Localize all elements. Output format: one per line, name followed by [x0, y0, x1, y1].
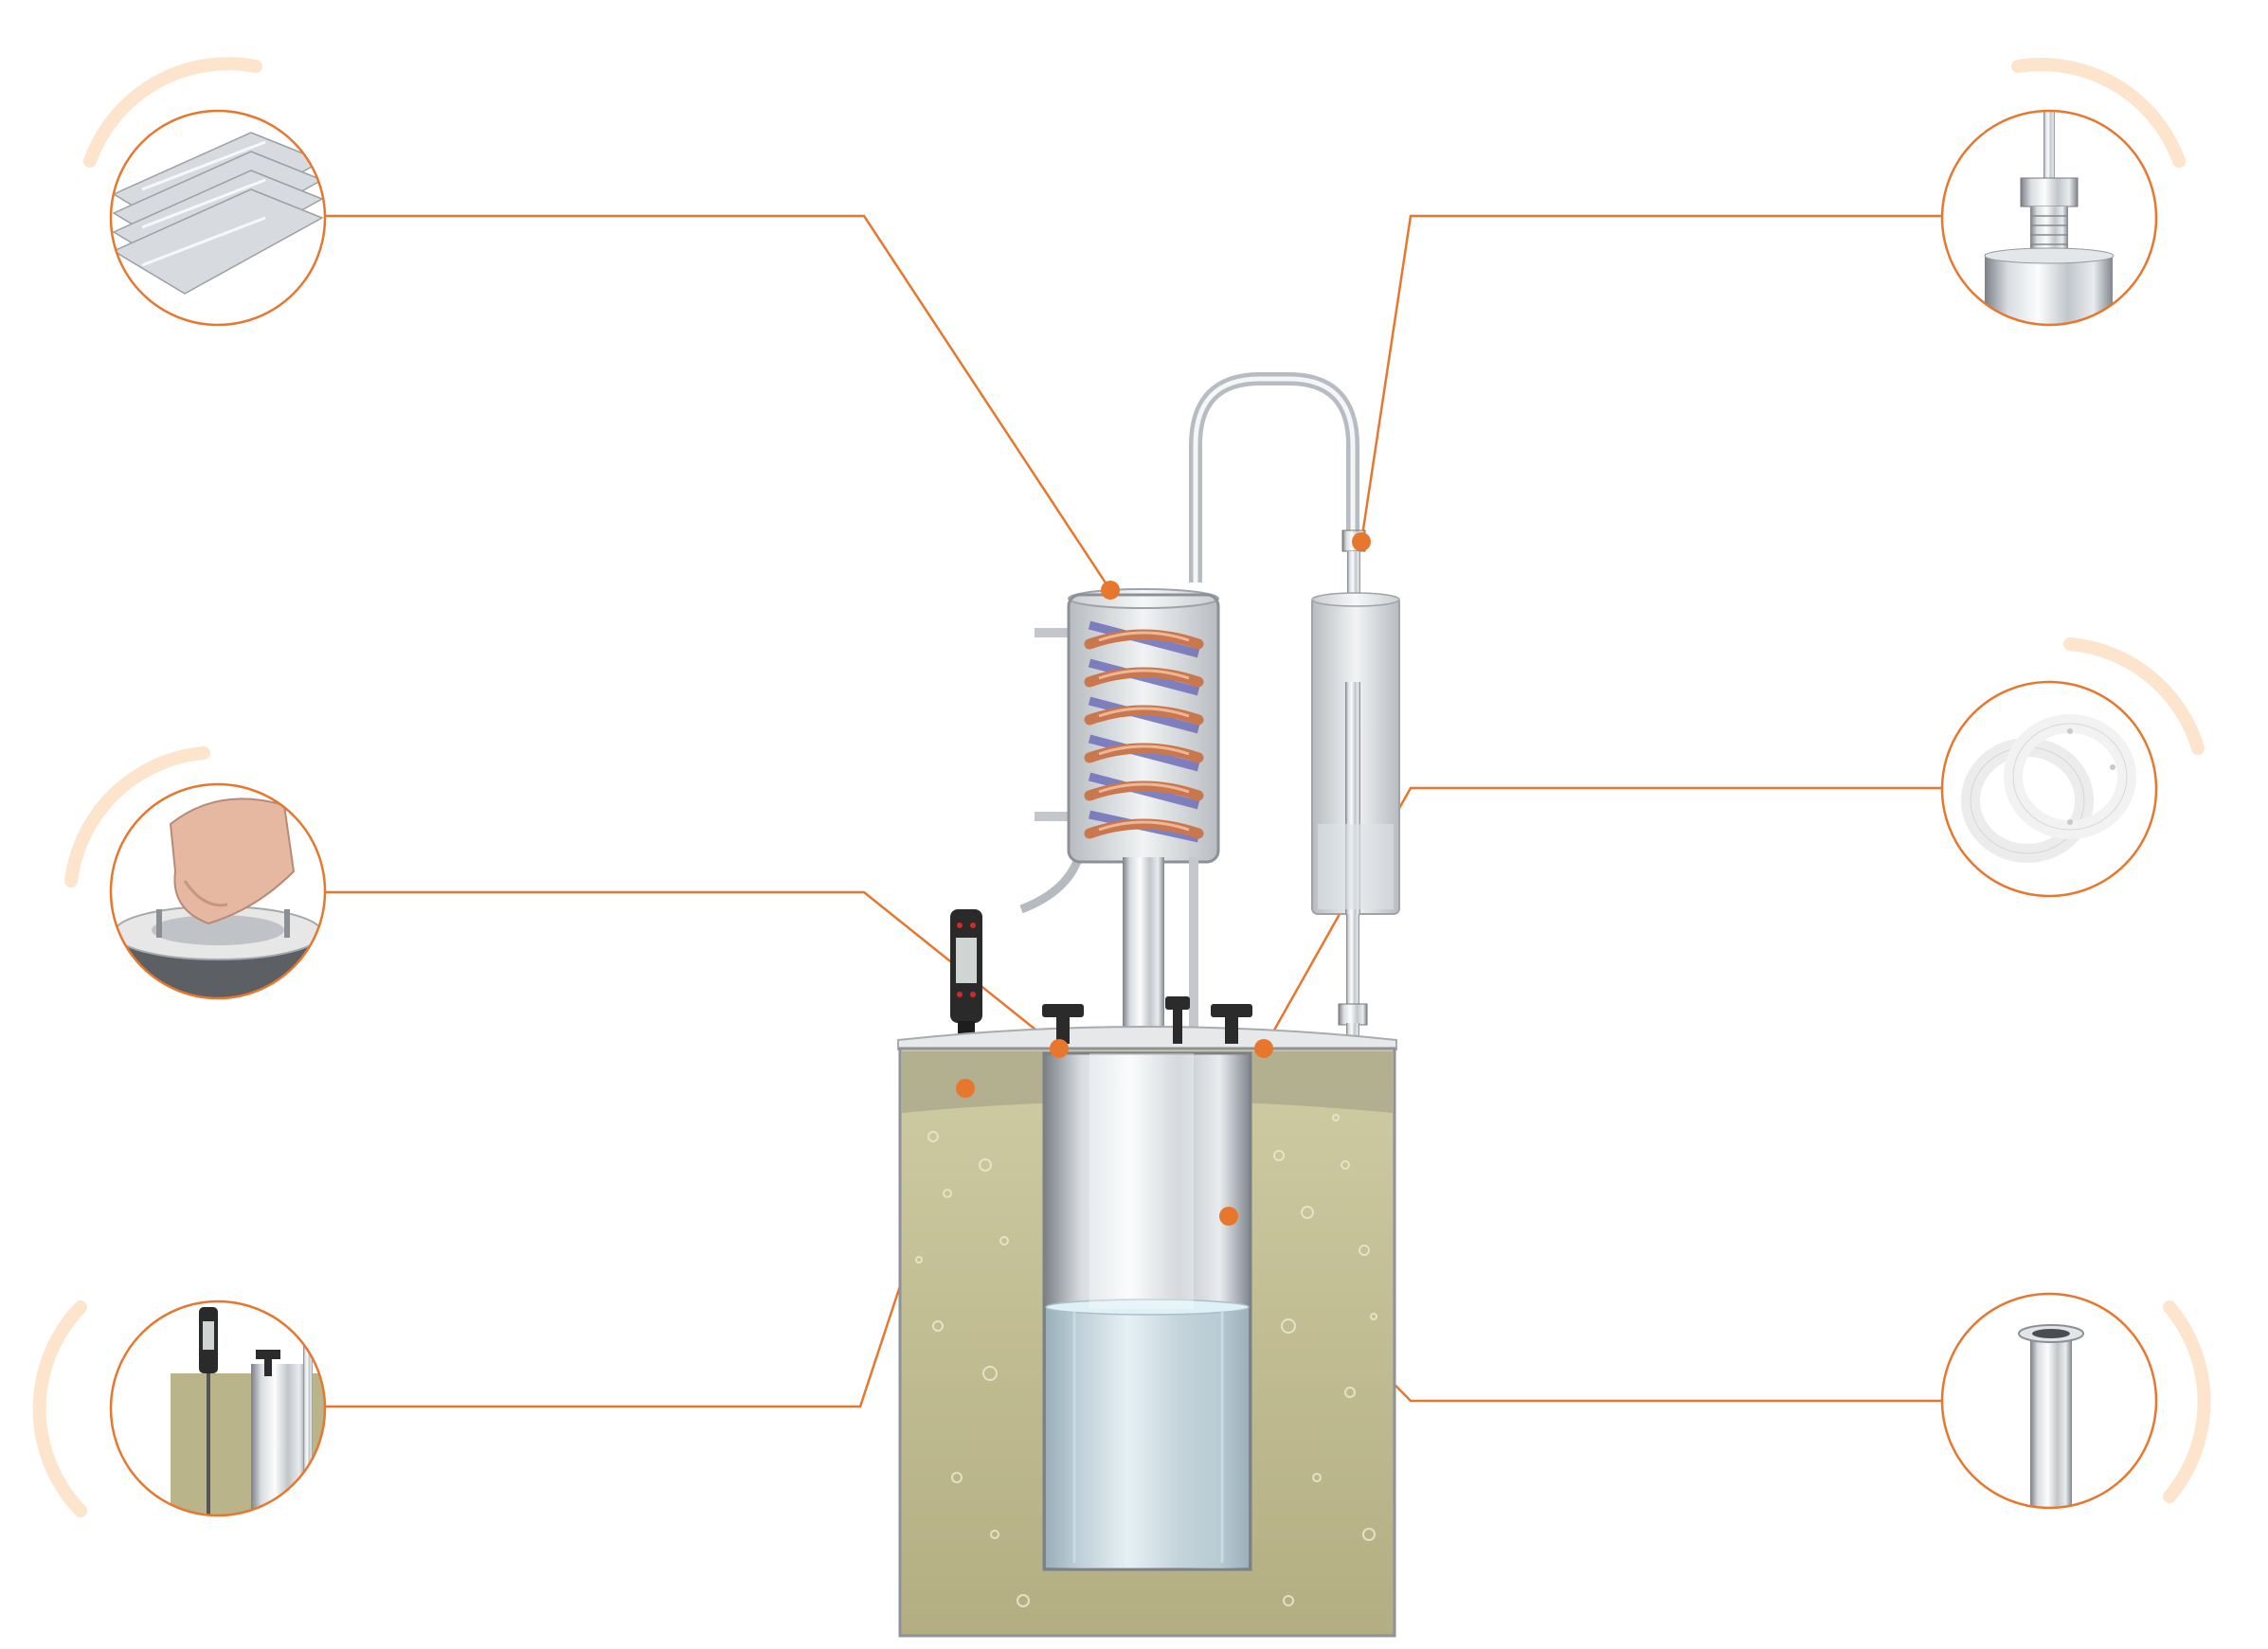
union-nut-fitting-icon [1942, 111, 2156, 325]
lid-clamp-knobs [1042, 996, 1252, 1044]
bubbles [915, 1114, 1377, 1607]
callout-clamp-gasket [64, 746, 327, 1000]
inner-vessel [1042, 1051, 1252, 1571]
leader-line-union-nut [1359, 214, 1942, 543]
callout-tube [1940, 1292, 2211, 1510]
leader-line-clamp-gasket [325, 890, 1060, 1049]
leader-dots [956, 532, 1371, 1226]
callout-steel-sheet [83, 57, 327, 327]
dot-steel-sheet [1101, 581, 1120, 600]
boiler-tank [897, 996, 1397, 1638]
leader-line-steel-sheet [325, 214, 1112, 591]
steel-tube-icon [1942, 1294, 2156, 1508]
dot-clamp-gasket [1050, 1039, 1069, 1058]
leader-lines [325, 214, 1942, 1408]
apparatus [897, 372, 1400, 1638]
hand-clamp-icon [111, 784, 325, 998]
callout-gaskets [1940, 637, 2205, 898]
dot-tube [1219, 1207, 1238, 1226]
steel-sheets-icon [111, 111, 325, 325]
vapor-column [1123, 857, 1164, 1047]
product-cooler [1311, 529, 1400, 1061]
thermometer-detail-icon [111, 1301, 325, 1515]
callout-thermometer [32, 1299, 327, 1517]
leader-line-gaskets [1262, 786, 1942, 1049]
leader-line-thermometer [325, 1087, 967, 1408]
dot-thermometer [956, 1079, 975, 1098]
dot-union-nut [1352, 532, 1371, 551]
silicone-gaskets-icon [1942, 682, 2156, 896]
reflux-condenser [1067, 588, 1220, 864]
callout-union-nut [1940, 58, 2186, 327]
dot-gaskets [1254, 1039, 1273, 1058]
vapor-tube [1189, 372, 1359, 583]
